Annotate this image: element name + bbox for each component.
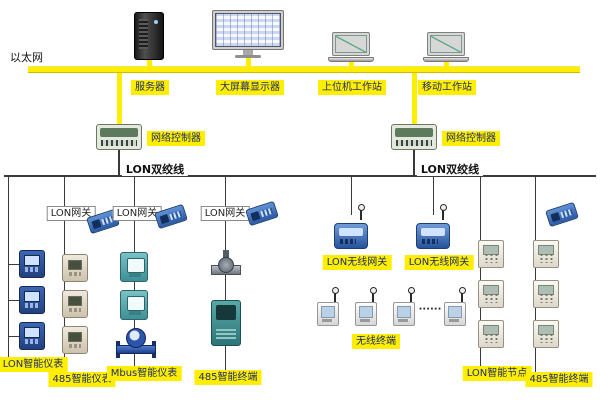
rs485-terminal-group-label: 485智能终端 xyxy=(194,370,262,385)
lon-gateway-label: LON网关 xyxy=(46,206,96,221)
laptop-base xyxy=(423,57,469,62)
wireless-gateway-body xyxy=(334,223,368,249)
network-controller-label: 网络控制器 xyxy=(442,131,500,146)
ellipsis-dots: ······ xyxy=(418,304,442,315)
workstation-label: 上位机工作站 xyxy=(318,80,386,95)
monitor-frame xyxy=(212,10,284,50)
laptop-screen xyxy=(427,32,465,56)
monitor-screen xyxy=(215,13,281,47)
connector-line xyxy=(246,58,251,67)
lon-gateway-label: LON网关 xyxy=(200,206,250,221)
antenna-icon xyxy=(370,287,377,303)
rs485-terminal-group-label: 485智能终端 xyxy=(525,372,593,387)
lon-bus-label: LON双绞线 xyxy=(121,163,189,176)
lon-gateway-icon xyxy=(545,201,579,228)
laptop-screen-chart xyxy=(335,35,367,53)
smart-node-icon xyxy=(478,240,504,268)
antenna-icon xyxy=(459,287,466,303)
display-monitor-icon xyxy=(212,10,284,58)
antenna-icon xyxy=(332,287,339,303)
monitor-base xyxy=(235,55,261,58)
lon-gateway-icon xyxy=(245,200,279,227)
connector-line xyxy=(147,60,152,67)
mobile-workstation-label: 移动工作站 xyxy=(418,80,476,95)
valve-stem xyxy=(223,250,229,259)
wireless-terminal-icon xyxy=(317,287,339,326)
inverter-icon xyxy=(211,300,241,346)
rs485-terminal-icon xyxy=(533,240,559,268)
drop-line xyxy=(433,177,434,215)
wireless-terminal-body xyxy=(355,302,377,326)
lon-wireless-gateway-label: LON无线网关 xyxy=(322,255,392,270)
connector-line xyxy=(117,73,122,124)
lon-wireless-gateway-label: LON无线网关 xyxy=(404,255,474,270)
laptop-icon xyxy=(328,32,374,62)
wireless-terminal-icon xyxy=(393,287,415,326)
connector-line xyxy=(118,150,120,175)
antenna-icon xyxy=(408,287,415,303)
mbus-meter-icon xyxy=(120,252,148,282)
connector-line xyxy=(444,62,449,67)
connector-line xyxy=(412,73,417,124)
network-controller-label: 网络控制器 xyxy=(147,131,205,146)
antenna-icon xyxy=(440,204,447,220)
wireless-terminal-body xyxy=(317,302,339,326)
valve-actuator xyxy=(218,257,234,273)
smart-node-icon xyxy=(478,320,504,348)
server-tower-icon xyxy=(134,12,164,60)
server-label: 服务器 xyxy=(131,80,169,95)
water-meter-icon xyxy=(116,328,156,358)
drop-line xyxy=(8,177,9,358)
rs485-terminal-icon xyxy=(533,280,559,308)
valve-icon xyxy=(211,250,241,282)
rs485-meter-icon xyxy=(62,254,88,282)
lon-meter-group-label: LON智能仪表 xyxy=(0,357,68,372)
rs485-meter-group-label: 485智能仪表 xyxy=(48,372,116,387)
lon-bus-label: LON双绞线 xyxy=(416,163,484,176)
connector-line xyxy=(8,336,19,337)
laptop-icon xyxy=(423,32,469,62)
rs485-terminal-icon xyxy=(533,320,559,348)
drop-line xyxy=(351,177,352,215)
connector-line xyxy=(8,300,19,301)
network-controller-icon xyxy=(96,124,142,150)
wireless-gateway-body xyxy=(416,223,450,249)
lon-meter-icon xyxy=(19,286,45,314)
network-controller-icon xyxy=(391,124,437,150)
drop-line xyxy=(535,177,536,373)
connector-line xyxy=(8,264,19,265)
smart-node-icon xyxy=(478,280,504,308)
ethernet-bus-line xyxy=(28,66,580,73)
lon-gateway-label: LON网关 xyxy=(112,206,162,221)
rs485-meter-icon xyxy=(62,290,88,318)
connector-line xyxy=(349,62,354,67)
water-meter-dial xyxy=(126,328,146,348)
wireless-terminal-icon xyxy=(444,287,466,326)
lon-wireless-gateway-icon xyxy=(334,204,368,249)
ethernet-label: 以太网 xyxy=(10,51,43,64)
display-label: 大屏幕显示器 xyxy=(216,80,284,95)
monitor-stand xyxy=(243,50,253,55)
antenna-icon xyxy=(358,204,365,220)
mbus-meter-icon xyxy=(120,290,148,320)
lon-meter-icon xyxy=(19,250,45,278)
wireless-terminal-label: 无线终端 xyxy=(352,334,400,349)
laptop-screen-chart xyxy=(430,35,462,53)
lon-meter-icon xyxy=(19,322,45,350)
connector-line xyxy=(413,150,415,175)
lon-wireless-gateway-icon xyxy=(416,204,450,249)
lon-bus-line xyxy=(4,175,596,177)
wireless-terminal-body xyxy=(393,302,415,326)
wireless-terminal-body xyxy=(444,302,466,326)
laptop-screen xyxy=(332,32,370,56)
mbus-meter-group-label: Mbus智能仪表 xyxy=(106,366,182,381)
rs485-meter-icon xyxy=(62,326,88,354)
drop-line xyxy=(480,177,481,367)
wireless-terminal-icon xyxy=(355,287,377,326)
lon-node-group-label: LON智能节点 xyxy=(462,366,532,381)
laptop-base xyxy=(328,57,374,62)
